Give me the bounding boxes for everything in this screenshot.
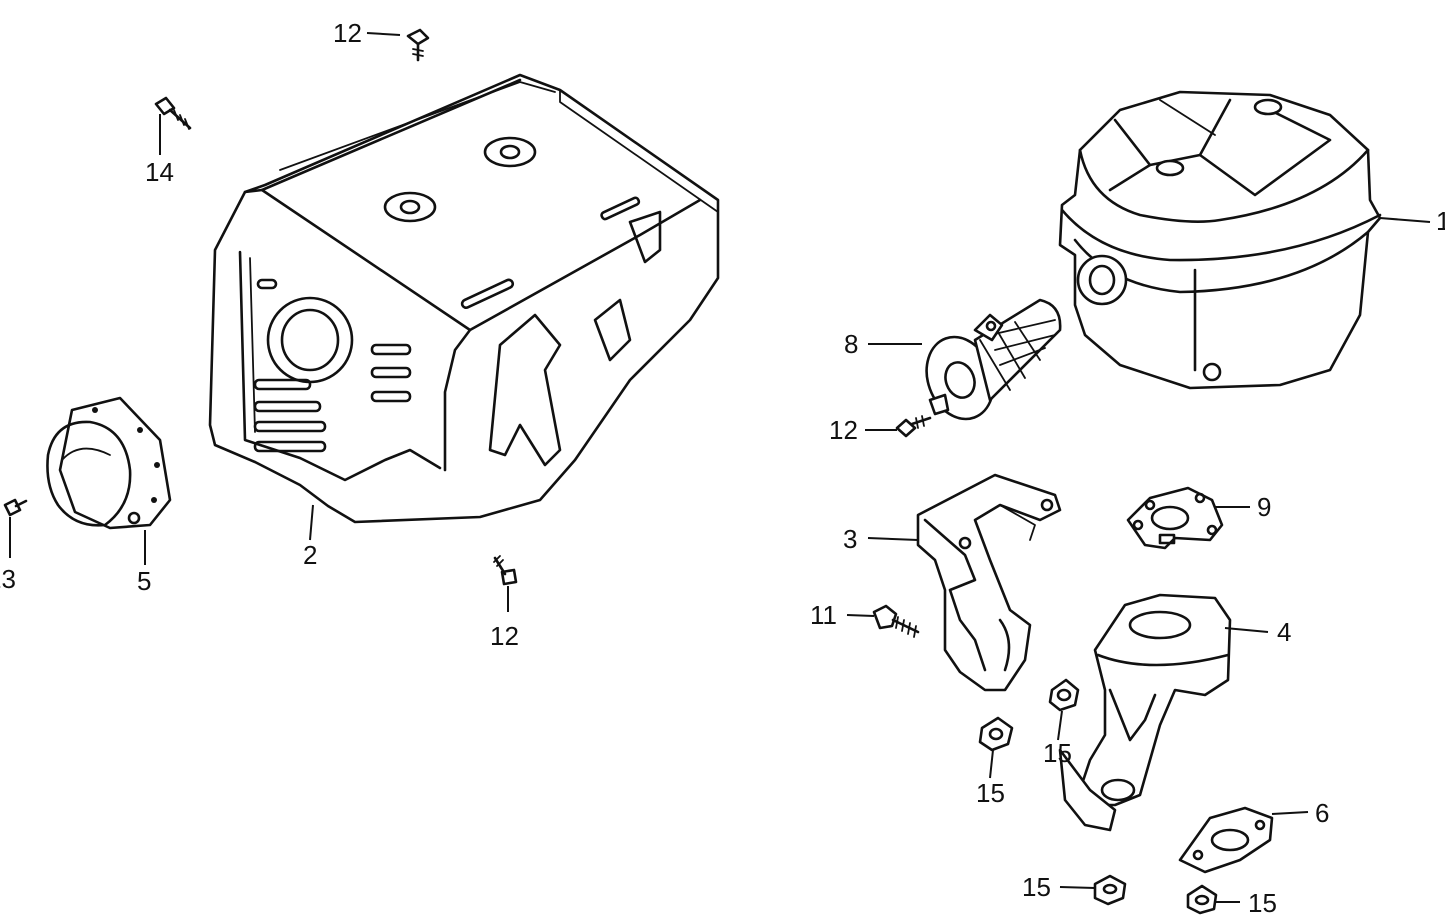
spark-arrester <box>925 298 1062 421</box>
callout-part-15b: 15 <box>1043 738 1072 768</box>
screw-12-right <box>895 415 932 438</box>
callout-part-1: 1 <box>1436 206 1445 236</box>
callout-part-15d: 15 <box>1248 888 1277 915</box>
callout-part-2: 2 <box>303 540 317 570</box>
bolt-11 <box>872 604 920 638</box>
nut-15c <box>1093 874 1127 906</box>
screw-12-top <box>406 28 430 62</box>
exhaust-pipe <box>1058 593 1232 832</box>
callout-part-15a: 15 <box>976 778 1005 808</box>
exhaust-gasket-upper <box>1126 486 1224 550</box>
exhaust-gasket-lower <box>1178 806 1274 874</box>
nut-15a <box>978 716 1014 752</box>
callout-part-12c: 12 <box>829 415 858 445</box>
callout-part-12a: 12 <box>333 18 362 48</box>
callout-part-15c: 15 <box>1022 872 1051 902</box>
screw-13 <box>3 498 28 517</box>
exhaust-bracket <box>916 473 1062 692</box>
callout-part-3: 3 <box>843 524 857 554</box>
callout-labels: 1 2 3 4 5 6 8 9 11 12 12 12 13 14 15 15 … <box>0 18 1445 915</box>
muffler <box>1058 90 1382 390</box>
bolt-14 <box>154 96 192 130</box>
callout-part-5: 5 <box>137 566 151 596</box>
leader-lines <box>9 32 1431 903</box>
muffler-protector <box>208 73 720 524</box>
callout-part-11: 11 <box>810 600 837 630</box>
exhaust-cap <box>46 396 172 530</box>
callout-part-13: 13 <box>0 564 16 594</box>
callout-part-12b: 12 <box>490 621 519 651</box>
callout-part-14: 14 <box>145 157 174 187</box>
callout-part-4: 4 <box>1277 617 1291 647</box>
nut-15d <box>1186 884 1218 915</box>
callout-part-9: 9 <box>1257 492 1271 522</box>
nut-15b <box>1048 678 1080 712</box>
callout-part-8: 8 <box>844 329 858 359</box>
callout-part-6: 6 <box>1315 798 1329 828</box>
screw-12-bottom <box>493 555 518 586</box>
